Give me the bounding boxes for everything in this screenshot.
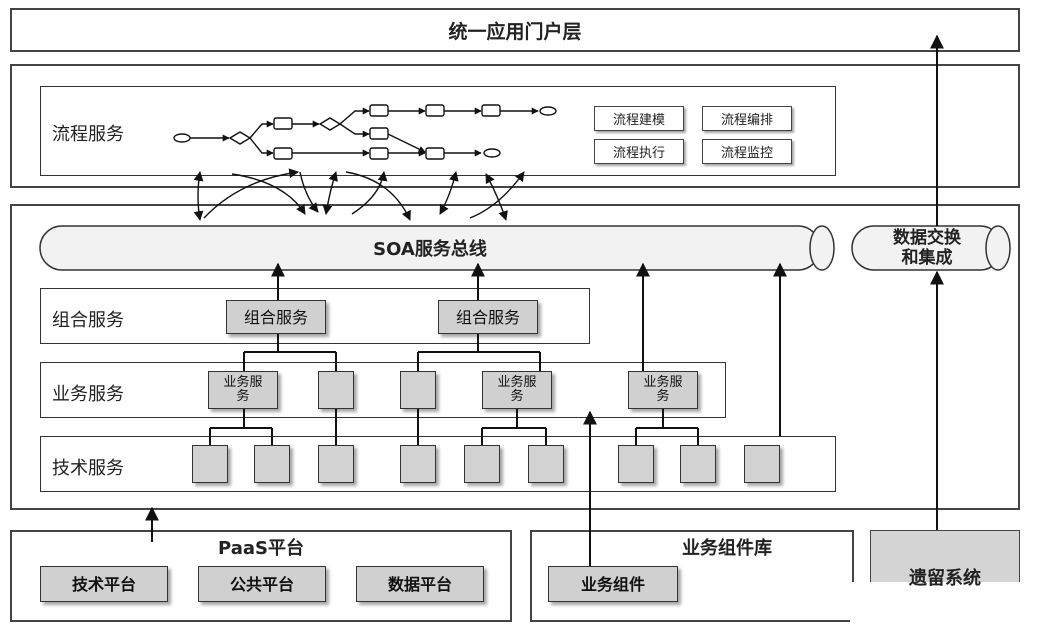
technical-service-block bbox=[400, 445, 436, 483]
data-platform-box: 数据平台 bbox=[356, 566, 484, 602]
business-service-layer bbox=[40, 362, 726, 418]
portal-layer bbox=[10, 8, 1020, 52]
technical-service-block bbox=[744, 445, 780, 483]
business-service-box: 业务服 务 bbox=[208, 371, 278, 409]
technical-platform-box: 技术平台 bbox=[40, 566, 168, 602]
process-monitoring-button[interactable]: 流程监控 bbox=[702, 139, 792, 164]
technical-service-block bbox=[528, 445, 564, 483]
business-service-block bbox=[400, 371, 436, 409]
process-execution-button[interactable]: 流程执行 bbox=[594, 139, 684, 164]
technical-service-block bbox=[254, 445, 290, 483]
business-service-block bbox=[318, 371, 354, 409]
paas-platform-title: PaaS平台 bbox=[218, 538, 304, 559]
public-platform-box: 公共平台 bbox=[198, 566, 326, 602]
composite-service-box: 组合服务 bbox=[226, 300, 326, 334]
process-service-label: 流程服务 bbox=[52, 124, 124, 145]
business-component-box: 业务组件 bbox=[548, 566, 678, 602]
technical-service-label: 技术服务 bbox=[52, 458, 124, 479]
business-service-label: 业务服务 bbox=[52, 384, 124, 405]
process-orchestration-button[interactable]: 流程编排 bbox=[702, 106, 792, 131]
technical-service-block bbox=[464, 445, 500, 483]
soa-bus-label: SOA服务总线 bbox=[373, 239, 487, 260]
portal-layer-title: 统一应用门户层 bbox=[448, 20, 582, 43]
business-service-box: 业务服 务 bbox=[482, 371, 552, 409]
composite-service-label: 组合服务 bbox=[52, 310, 124, 331]
legacy-system-label: 遗留系统 bbox=[909, 568, 981, 586]
composite-service-box: 组合服务 bbox=[438, 300, 538, 334]
technical-service-block bbox=[192, 445, 228, 483]
component-library-title: 业务组件库 bbox=[682, 538, 772, 559]
technical-service-block bbox=[680, 445, 716, 483]
data-exchange-label: 数据交换 和集成 bbox=[893, 228, 961, 268]
business-service-box: 业务服 务 bbox=[628, 371, 698, 409]
process-modeling-button[interactable]: 流程建模 bbox=[594, 106, 684, 131]
technical-service-block bbox=[318, 445, 354, 483]
technical-service-block bbox=[618, 445, 654, 483]
